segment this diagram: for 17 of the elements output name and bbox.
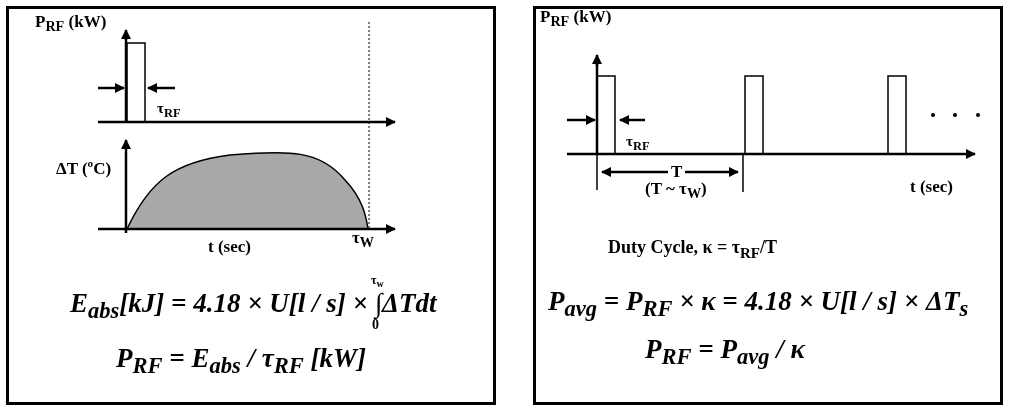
dimension-label: (T ~ τ$_{W}$) [645, 180, 707, 201]
panel [533, 6, 1003, 405]
dimension-label: τ$_{RF}$ [157, 101, 181, 120]
axis-label: P$_{RF}$ (kW) [35, 13, 107, 34]
dimension-label: T [668, 163, 686, 180]
axis-label: t (sec) [208, 238, 251, 255]
axis-label: τ$_{W}$ [352, 229, 374, 250]
axis-label: ΔT (ºC) [56, 160, 112, 177]
annotation: Duty Cycle, κ = τ$_{RF}$/T [608, 238, 778, 261]
equation: P$_{avg}$ = P$_{RF}$ × κ = 4.18 × U[l / s] × ΔT$_{s}$ [548, 288, 969, 321]
panel [6, 6, 496, 405]
equation: P$_{RF}$ = P$_{avg}$ / κ [645, 336, 805, 369]
axis-label: P$_{RF}$ (kW) [540, 8, 612, 29]
dimension-label: τ$_{RF}$ [626, 134, 650, 153]
integral-limit: τ$_{w}$ [371, 274, 384, 290]
axis-label: t (sec) [910, 178, 953, 195]
equation: P$_{RF}$ = E$_{abs}$ / τ$_{RF}$ [kW] [116, 345, 366, 378]
